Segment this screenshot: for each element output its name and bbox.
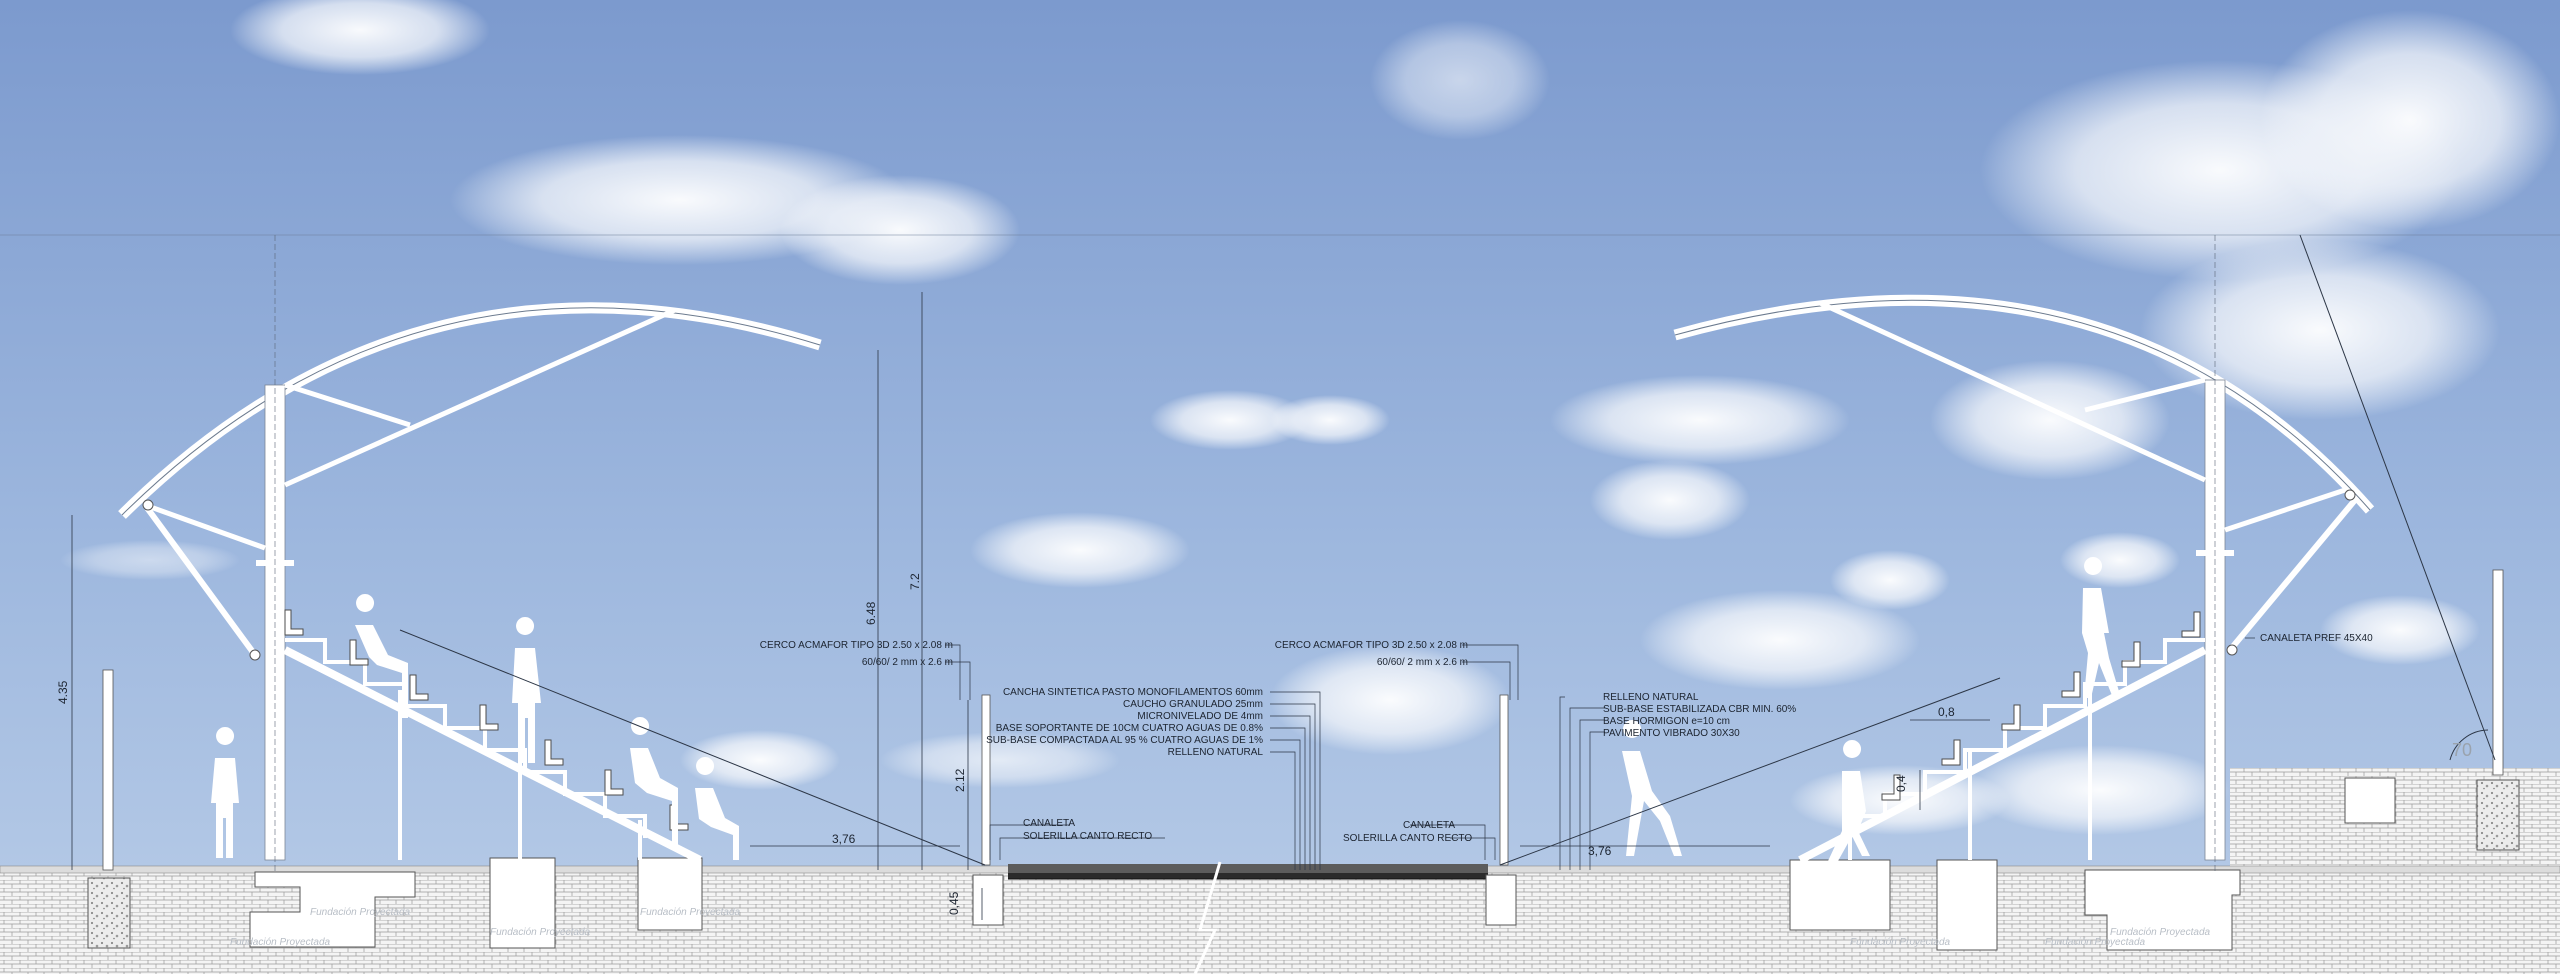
dim-angle: 70 xyxy=(2452,740,2472,760)
right-layer-label-1: RELLENO NATURAL xyxy=(1603,692,1699,703)
right-grandstand xyxy=(1622,235,2375,872)
dimension-lines xyxy=(71,292,1990,920)
left-fence-label-2: 60/60/ 2 mm x 2.6 m xyxy=(862,657,953,668)
svg-text:Fundación Proyectada: Fundación Proyectada xyxy=(490,927,591,938)
layer-label-2: CAUCHO GRANULADO 25mm xyxy=(1123,699,1263,710)
break-line xyxy=(1193,861,1222,974)
leader-lines xyxy=(945,637,2255,870)
solerilla-left-label: SOLERILLA CANTO RECTO xyxy=(1023,831,1152,842)
dim-width-08: 0,8 xyxy=(1938,705,1955,719)
layer-label-1: CANCHA SINTETICA PASTO MONOFILAMENTOS 60… xyxy=(1003,687,1263,698)
solerilla-right-label: SOLERILLA CANTO RECTO xyxy=(1343,833,1472,844)
right-layer-label-4: PAVIMENTO VIBRADO 30X30 xyxy=(1603,728,1740,739)
left-fence-label-1: CERCO ACMAFOR TIPO 3D 2.50 x 2.08 m xyxy=(760,640,953,651)
right-layer-label-3: BASE HORMIGON e=10 cm xyxy=(1603,716,1730,727)
right-fence-label-2: 60/60/ 2 mm x 2.6 m xyxy=(1377,657,1468,668)
svg-text:Fundación Proyectada: Fundación Proyectada xyxy=(1850,937,1951,948)
svg-text:Fundación Proyectada: Fundación Proyectada xyxy=(230,937,331,948)
canaleta-left-label: CANALETA xyxy=(1023,818,1075,829)
left-grandstand xyxy=(118,235,822,872)
svg-text:Fundación Proyectada: Fundación Proyectada xyxy=(640,907,741,918)
dim-height-72: 7.2 xyxy=(908,573,922,590)
foundation-labels: Fundación Proyectada Fundación Proyectad… xyxy=(230,907,2211,948)
foundations xyxy=(87,777,2520,951)
posts xyxy=(102,569,2504,871)
svg-text:Fundación Proyectada: Fundación Proyectada xyxy=(310,907,411,918)
svg-text:Fundación Proyectada: Fundación Proyectada xyxy=(2110,927,2211,938)
dim-height-left: 4.35 xyxy=(56,680,70,704)
sight-lines xyxy=(399,234,2496,866)
canaleta-pref-label: CANALETA PREF 45X40 xyxy=(2260,633,2373,644)
canaleta-right-label: CANALETA xyxy=(1403,820,1455,831)
dim-depth-045: 0,45 xyxy=(947,891,961,915)
synthetic-turf xyxy=(1008,864,1488,873)
layer-label-6: RELLENO NATURAL xyxy=(1168,747,1264,758)
right-layer-label-2: SUB-BASE ESTABILIZADA CBR MIN. 60% xyxy=(1603,704,1796,715)
layer-label-4: BASE SOPORTANTE DE 10CM CUATRO AGUAS DE … xyxy=(996,723,1263,734)
dim-height-648: 6.48 xyxy=(864,601,878,625)
annotation-labels: CERCO ACMAFOR TIPO 3D 2.50 x 2.08 m 60/6… xyxy=(56,573,2472,915)
dim-width-right: 3,76 xyxy=(1588,844,1612,858)
dim-width-left: 3,76 xyxy=(832,832,856,846)
layer-label-3: MICRONIVELADO DE 4mm xyxy=(1137,711,1263,722)
dim-height-04: 0,4 xyxy=(1894,775,1908,792)
layer-label-5: SUB-BASE COMPACTADA AL 95 % CUATRO AGUAS… xyxy=(986,735,1263,746)
dim-height-212: 2.12 xyxy=(953,768,967,792)
svg-text:Fundación Proyectada: Fundación Proyectada xyxy=(2045,937,2146,948)
right-fence-label-1: CERCO ACMAFOR TIPO 3D 2.50 x 2.08 m xyxy=(1275,640,1468,651)
